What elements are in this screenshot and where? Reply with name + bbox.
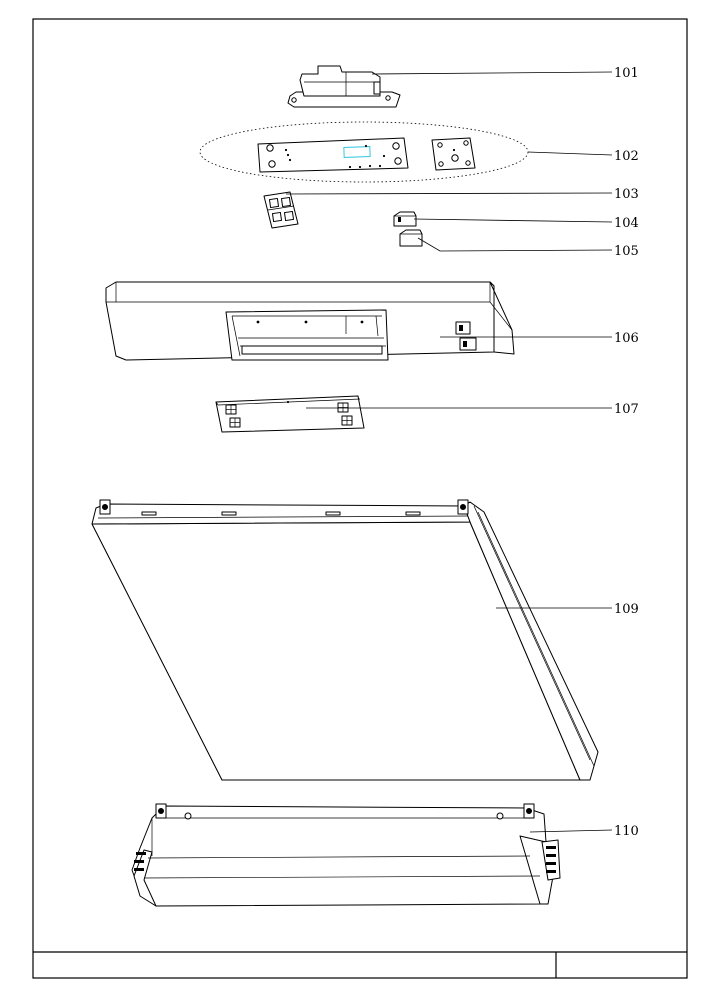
label-104: 104 <box>614 216 639 231</box>
part-104-switch <box>393 211 417 227</box>
label-105: 105 <box>614 244 639 259</box>
part-101-bracket <box>287 65 401 108</box>
label-103: 103 <box>614 187 639 202</box>
display-window <box>343 146 371 158</box>
part-labels: 101 102 103 104 105 106 107 109 110 <box>614 66 639 839</box>
leader-lines <box>285 71 613 833</box>
title-block <box>33 951 687 978</box>
part-106-upper-housing <box>105 281 515 361</box>
part-102-control-board <box>199 121 529 183</box>
drawing-border <box>32 18 688 979</box>
part-109-door-panel <box>91 499 599 781</box>
label-106: 106 <box>614 331 639 346</box>
part-110-bottom-housing <box>131 803 561 907</box>
part-103-connector <box>263 191 299 229</box>
part-107-keypad-plate <box>215 395 365 433</box>
label-109: 109 <box>614 602 639 617</box>
label-101: 101 <box>614 66 639 81</box>
label-107: 107 <box>614 402 639 417</box>
label-102: 102 <box>614 149 639 164</box>
label-110: 110 <box>614 824 639 839</box>
part-105-switch <box>399 229 423 247</box>
